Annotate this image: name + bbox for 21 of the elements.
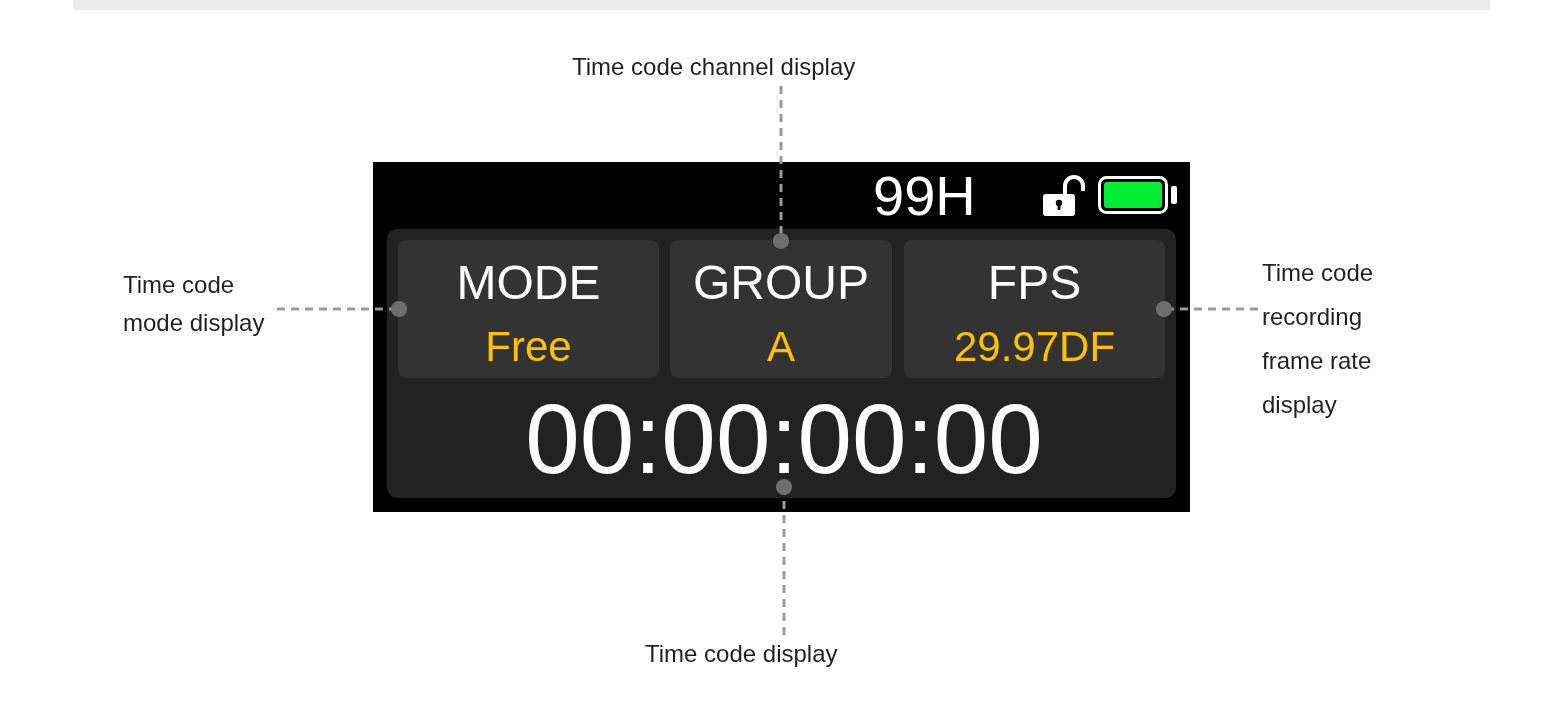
leader-line (775, 478, 793, 635)
timecode-readout: 00:00:00:00 (525, 390, 1043, 488)
callout-label: Time code display (645, 639, 838, 669)
tile-value: Free (485, 326, 572, 368)
callout-label: Time code recording frame rate display (1262, 251, 1392, 427)
tile-heading: GROUP (693, 259, 869, 307)
device-screen (373, 162, 1190, 512)
callout-label: Time code channel display (572, 52, 856, 82)
leader-line (277, 300, 408, 318)
battery-hours-text: 99H (873, 168, 976, 224)
tile-value: A (767, 326, 795, 368)
tile-heading: MODE (456, 259, 601, 307)
tile-value: 29.97DF (953, 326, 1116, 368)
status-tile (904, 240, 1165, 378)
callout-label: Time code mode display (123, 266, 273, 342)
tile-heading: FPS (987, 259, 1082, 307)
leader-line (1155, 300, 1258, 318)
leader-line (772, 86, 790, 250)
display-panel (387, 229, 1176, 498)
status-tile (670, 240, 892, 378)
status-tile (398, 240, 659, 378)
